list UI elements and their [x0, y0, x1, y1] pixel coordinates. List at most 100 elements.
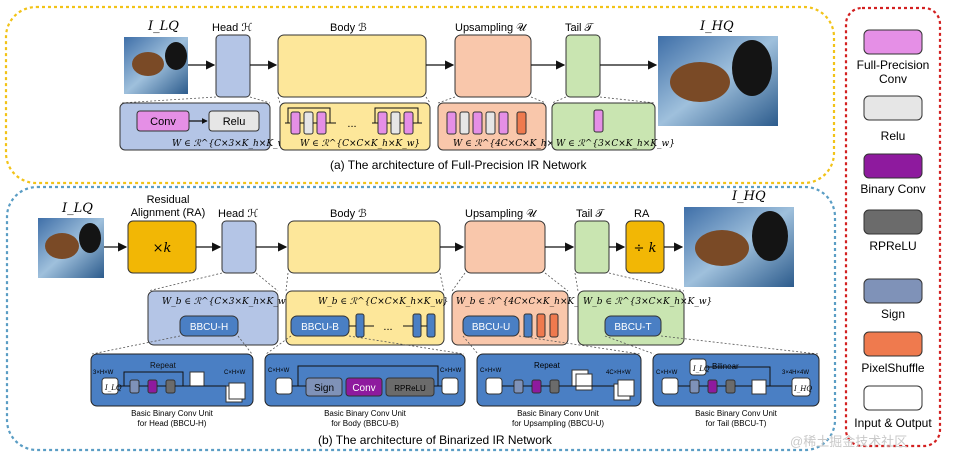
unit-h-caption-2: for Head (BBCU-H) [138, 419, 207, 428]
unit-b-in-icon [275, 377, 293, 395]
legend-swatch-sign [863, 278, 923, 304]
head-title-bottom: Head ℋ [218, 208, 258, 220]
output-image-top [658, 36, 778, 126]
legend-label-pixelshuffle: PixelShuffle [861, 361, 924, 375]
tail-weight-top: W ∈ ℛ^{3×C×K_h×K_w} [556, 139, 675, 149]
body-dots-bottom: ... [383, 321, 392, 333]
bbcu-u-box [462, 315, 520, 337]
legend-border [844, 6, 942, 448]
detail-connectors-top [119, 96, 656, 104]
watermark: @稀土掘金技术社区 [790, 434, 907, 449]
unit-u-repeat: Repeat [534, 361, 561, 370]
body-title-bottom: Body ℬ [330, 208, 367, 220]
up-weight-bottom: W_b ∈ ℛ^{4C×C×K_h×K_w} [456, 297, 592, 307]
up-stack-bottom [523, 313, 559, 338]
unit-t-in-icon-label: I_LQ [692, 365, 710, 373]
ra-scale-label: ×k [153, 241, 172, 256]
ra-unscale-label: ÷ k [634, 241, 657, 256]
unit-t-in-dim: C×H×W [656, 370, 678, 376]
legend-swatch-rprelu [863, 209, 923, 235]
input-image-bottom [38, 218, 104, 278]
unit-t-caption-1: Basic Binary Conv Unit [695, 409, 778, 418]
ra-out-title: RA [634, 208, 650, 220]
binarized-panel-border [5, 185, 837, 452]
unit-h-repeat: Repeat [150, 361, 177, 370]
bbcu-u-label: BBCU-U [472, 322, 510, 333]
unit-b-rprelu-box [385, 377, 435, 397]
unit-t-feat-icon [661, 377, 679, 395]
body-weight-top: W ∈ ℛ^{C×C×K_h×K_w} [300, 139, 420, 149]
bbcu-t-label: BBCU-T [614, 322, 651, 333]
unit-t-caption-2: for Tail (BBCU-T) [706, 419, 767, 428]
up-weight-top: W ∈ ℛ^{4C×C×K_h×K_w} [453, 139, 579, 149]
unit-h-caption-1: Basic Binary Conv Unit [131, 409, 214, 418]
unit-b-rprelu-label: RPReLU [394, 384, 426, 393]
relu-box-top [208, 110, 260, 132]
unit-b-conv-label: Conv [352, 383, 375, 394]
tail-conv-top [593, 109, 604, 133]
unit-u-out-dim: 4C×H×W [606, 370, 631, 376]
head-title-top: Head ℋ [212, 22, 252, 34]
unit-h-ops [118, 371, 246, 403]
full-precision-panel-border [4, 5, 836, 185]
unit-u-ops [502, 369, 635, 401]
output-label-bottom: I_HQ [731, 189, 766, 204]
unit-u-in-icon [485, 377, 503, 395]
legend-swatch-input-output [863, 385, 923, 411]
bbcu-h-label: BBCU-H [190, 322, 228, 333]
ra-title-line1: Residual [147, 194, 190, 206]
body-title-top: Body ℬ [330, 22, 367, 34]
legend-swatch-relu [863, 95, 923, 121]
unit-h-out-dim: C×H×W [224, 370, 246, 376]
body-block-bottom [287, 220, 441, 274]
unit-b-sign-label: Sign [314, 383, 334, 394]
detail-connectors-bottom [147, 272, 685, 292]
body-weight-bottom: W_b ∈ ℛ^{C×C×K_h×K_w} [318, 297, 448, 307]
output-label-top: I_HQ [699, 19, 734, 34]
tail-title-bottom: Tail 𝒯 [576, 208, 606, 220]
conv-label-top: Conv [150, 116, 176, 128]
tail-block-top [565, 34, 601, 98]
unit-u-in-dim: C×H×W [480, 368, 502, 374]
up-title-top: Upsampling 𝒰 [455, 22, 528, 34]
legend-label-sign: Sign [881, 307, 905, 321]
body-conv-stack-top [285, 107, 422, 135]
tail-title-top: Tail 𝒯 [565, 22, 595, 34]
tail-weight-bottom: W_b ∈ ℛ^{3×C×K_h×K_w} [583, 297, 712, 307]
legend-swatch-binary-conv [863, 153, 923, 179]
up-conv-stack-top [446, 111, 527, 135]
unit-u-caption-1: Basic Binary Conv Unit [517, 409, 600, 418]
legend-swatch-pixelshuffle [863, 331, 923, 357]
unit-connectors [91, 335, 819, 355]
unit-b-in-dim: C×H×W [268, 368, 290, 374]
input-label-top: I_LQ [147, 19, 179, 34]
unit-b-conv-box [345, 377, 383, 397]
unit-h-in-icon-label: I_LQ [104, 384, 122, 392]
unit-b-caption-1: Basic Binary Conv Unit [324, 409, 407, 418]
unit-t-out-dim: 3×4H×4W [782, 370, 809, 376]
unit-h-in-dim: 3×H×W [93, 370, 114, 376]
head-block-top [215, 34, 251, 98]
unit-b-caption-2: for Body (BBCU-B) [331, 419, 399, 428]
bbcu-h-box [179, 315, 239, 337]
legend-swatch-full-precision-conv [863, 29, 923, 55]
body-bbcu-stack [349, 313, 436, 338]
head-weight-top: W ∈ ℛ^{C×3×K_h×K_w} [172, 139, 291, 149]
output-image-bottom [684, 207, 794, 287]
unit-t-ops [678, 366, 792, 395]
ra-title-line2: Alignment (RA) [131, 207, 206, 219]
unit-b-skip [292, 365, 442, 387]
legend-label-input-output: Input & Output [854, 416, 932, 430]
legend-label-relu: Relu [881, 129, 906, 143]
unit-b-out-icon [441, 377, 459, 395]
unit-t-out-icon [791, 377, 811, 397]
relu-label-top: Relu [223, 116, 246, 128]
bbcu-b-label: BBCU-B [301, 322, 339, 333]
input-image-top [124, 37, 188, 94]
body-dots-top: ... [347, 118, 356, 130]
up-title-bottom: Upsampling 𝒰 [465, 208, 538, 220]
input-label-bottom: I_LQ [61, 201, 93, 216]
head-block-bottom [221, 220, 257, 274]
